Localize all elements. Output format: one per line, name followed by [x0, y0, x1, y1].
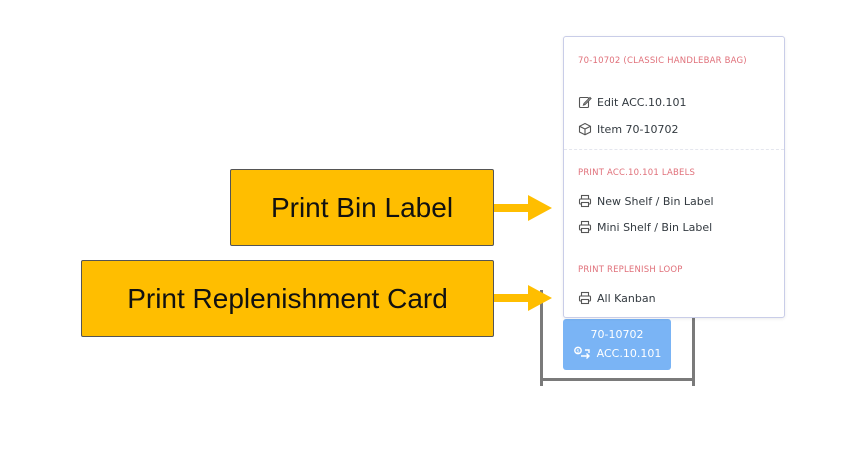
menu-item-label: Item 70-10702	[597, 122, 679, 136]
arrow-right-icon	[494, 285, 552, 311]
printer-icon	[578, 291, 592, 305]
menu-divider	[564, 149, 784, 150]
context-menu: 70-10702 (CLASSIC HANDLEBAR BAG) Edit AC…	[563, 36, 785, 318]
menu-item-view-item[interactable]: Item 70-10702	[578, 120, 679, 138]
shelf-left-edge	[540, 290, 543, 386]
shelf-bottom-edge	[540, 378, 695, 381]
callout-print-bin-label: Print Bin Label	[230, 169, 494, 246]
printer-icon	[578, 194, 592, 208]
menu-item-new-shelf-bin-label[interactable]: New Shelf / Bin Label	[578, 192, 714, 210]
bin-card-location: ACC.10.101	[596, 346, 662, 360]
bin-card-location-row: $ ACC.10.101	[563, 346, 671, 360]
menu-header-labels: PRINT ACC.10.101 LABELS	[578, 168, 696, 178]
menu-item-label: Mini Shelf / Bin Label	[597, 220, 713, 234]
printer-icon	[578, 220, 592, 234]
shelf-right-edge	[692, 290, 695, 386]
menu-header-loop: PRINT REPLENISH LOOP	[578, 265, 683, 275]
menu-item-all-kanban[interactable]: All Kanban	[578, 289, 656, 307]
menu-item-label: Edit ACC.10.101	[597, 95, 687, 109]
menu-header-item: 70-10702 (CLASSIC HANDLEBAR BAG)	[578, 56, 747, 66]
cube-icon	[578, 122, 592, 136]
replenish-icon: $	[573, 346, 593, 360]
bin-card[interactable]: 70-10702 $ ACC.10.101	[563, 319, 671, 370]
svg-text:$: $	[576, 348, 579, 354]
bin-card-item-number: 70-10702	[590, 328, 644, 341]
callout-print-replenishment-card: Print Replenishment Card	[81, 260, 494, 337]
menu-item-label: New Shelf / Bin Label	[597, 194, 714, 208]
arrow-right-icon	[494, 195, 552, 221]
menu-item-mini-shelf-bin-label[interactable]: Mini Shelf / Bin Label	[578, 218, 712, 236]
menu-item-edit-location[interactable]: Edit ACC.10.101	[578, 93, 686, 111]
edit-icon	[578, 95, 592, 109]
menu-item-label: All Kanban	[597, 291, 656, 305]
